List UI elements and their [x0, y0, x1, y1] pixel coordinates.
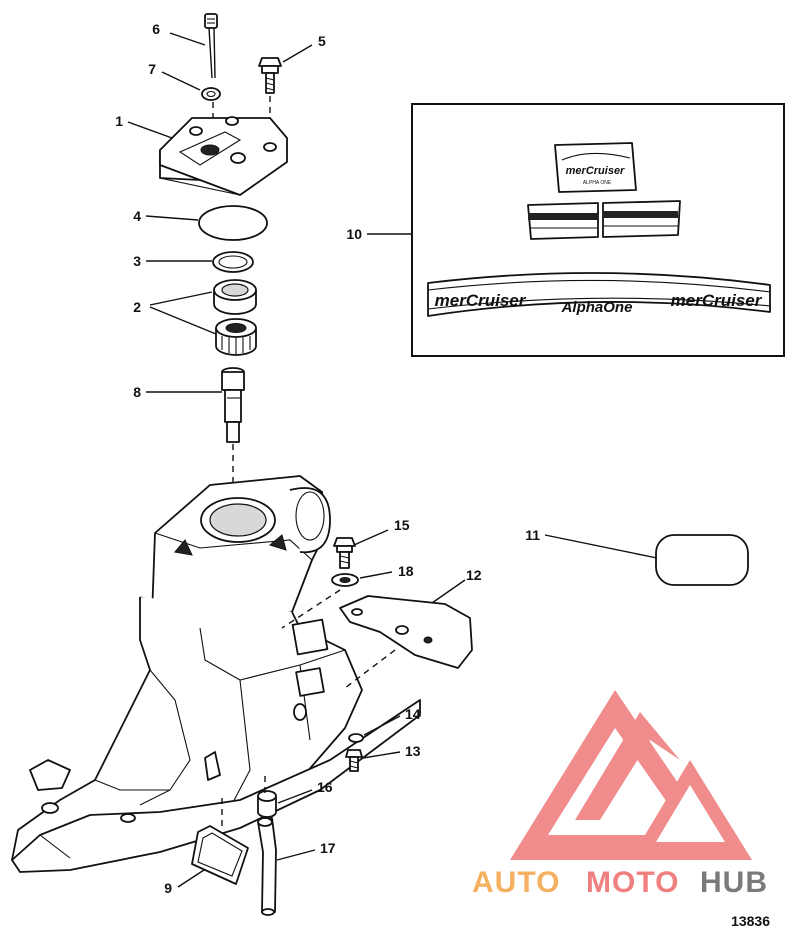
callout-15: 15	[394, 517, 410, 533]
gear-housing	[11, 475, 421, 873]
callout-18: 18	[398, 563, 414, 579]
leader-2b	[149, 306, 217, 335]
part-10-decal-kit: merCruiser ALPHA ONE merCruiser AlphaOne…	[411, 103, 785, 357]
leader-14	[363, 715, 401, 736]
leader-2a	[149, 291, 213, 306]
part-14-lock-washer	[348, 733, 364, 743]
callout-13: 13	[405, 743, 421, 759]
leader-18	[359, 571, 393, 579]
decal-strip-model: AlphaOne	[561, 299, 633, 316]
watermark-text: AUTO MOTO HUB	[472, 866, 768, 899]
watermark-triangle-right-cut	[656, 785, 725, 842]
leader-1	[127, 121, 173, 139]
watermark-logo	[510, 690, 752, 860]
part-15-bolt	[333, 537, 356, 569]
part-8-shaft	[221, 367, 245, 443]
watermark-auto: AUTO	[472, 866, 560, 899]
part-17-water-tube	[257, 817, 277, 916]
leader-12	[431, 579, 466, 604]
callout-16: 16	[317, 779, 333, 795]
decal-long-strip: merCruiser AlphaOne merCruiser	[427, 272, 771, 317]
part-11-pad	[655, 534, 749, 586]
leader-6	[169, 32, 206, 46]
watermark-triangle-inner	[575, 712, 680, 820]
leader-17	[276, 849, 316, 861]
part-5-bolt	[258, 57, 282, 94]
decal-badge: merCruiser ALPHA ONE	[554, 142, 637, 193]
callout-8: 8	[133, 384, 141, 400]
part-9-cover-plate	[191, 825, 249, 885]
callout-4: 4	[133, 208, 141, 224]
decal-badge-brand: merCruiser	[566, 165, 625, 177]
part-2-bearing-cone	[215, 318, 257, 356]
part-7-washer	[201, 87, 221, 101]
decal-strip-brand-left: merCruiser	[435, 291, 527, 310]
leader-9	[177, 869, 205, 888]
decal-stripes	[527, 200, 681, 240]
callout-10: 10	[346, 226, 362, 242]
callout-14: 14	[405, 706, 421, 722]
callout-3: 3	[133, 253, 141, 269]
decal-strip-brand-right: merCruiser	[671, 291, 763, 310]
callout-1: 1	[115, 113, 123, 129]
callout-17: 17	[320, 840, 336, 856]
part-1-cover	[159, 116, 288, 196]
callout-12: 12	[466, 567, 482, 583]
part-6-vent-screw	[204, 13, 218, 79]
part-12-trim-tab	[339, 595, 473, 669]
watermark-hub: HUB	[700, 866, 768, 899]
part-13-screw	[345, 749, 363, 772]
decal-badge-model: ALPHA ONE	[583, 180, 612, 186]
callout-5: 5	[318, 33, 326, 49]
leader-4	[145, 215, 199, 221]
callout-2: 2	[133, 299, 141, 315]
leader-13	[362, 751, 401, 759]
callout-9: 9	[164, 880, 172, 896]
callout-11: 11	[525, 527, 540, 543]
part-3-seal-ring	[212, 251, 254, 273]
part-2-bearing-cup	[213, 279, 257, 315]
leader-5	[282, 44, 313, 63]
figure-number: 13836	[731, 913, 770, 929]
callout-6: 6	[152, 21, 160, 37]
part-18-washer	[331, 573, 359, 587]
part-4-o-ring	[198, 205, 268, 241]
part-16-sleeve	[257, 790, 277, 818]
leader-16	[277, 789, 313, 804]
axis-18	[281, 589, 341, 629]
callout-7: 7	[148, 61, 156, 77]
watermark-moto: MOTO	[586, 866, 679, 899]
leader-7	[161, 71, 201, 91]
leader-15	[353, 529, 389, 546]
leader-11	[544, 534, 658, 559]
